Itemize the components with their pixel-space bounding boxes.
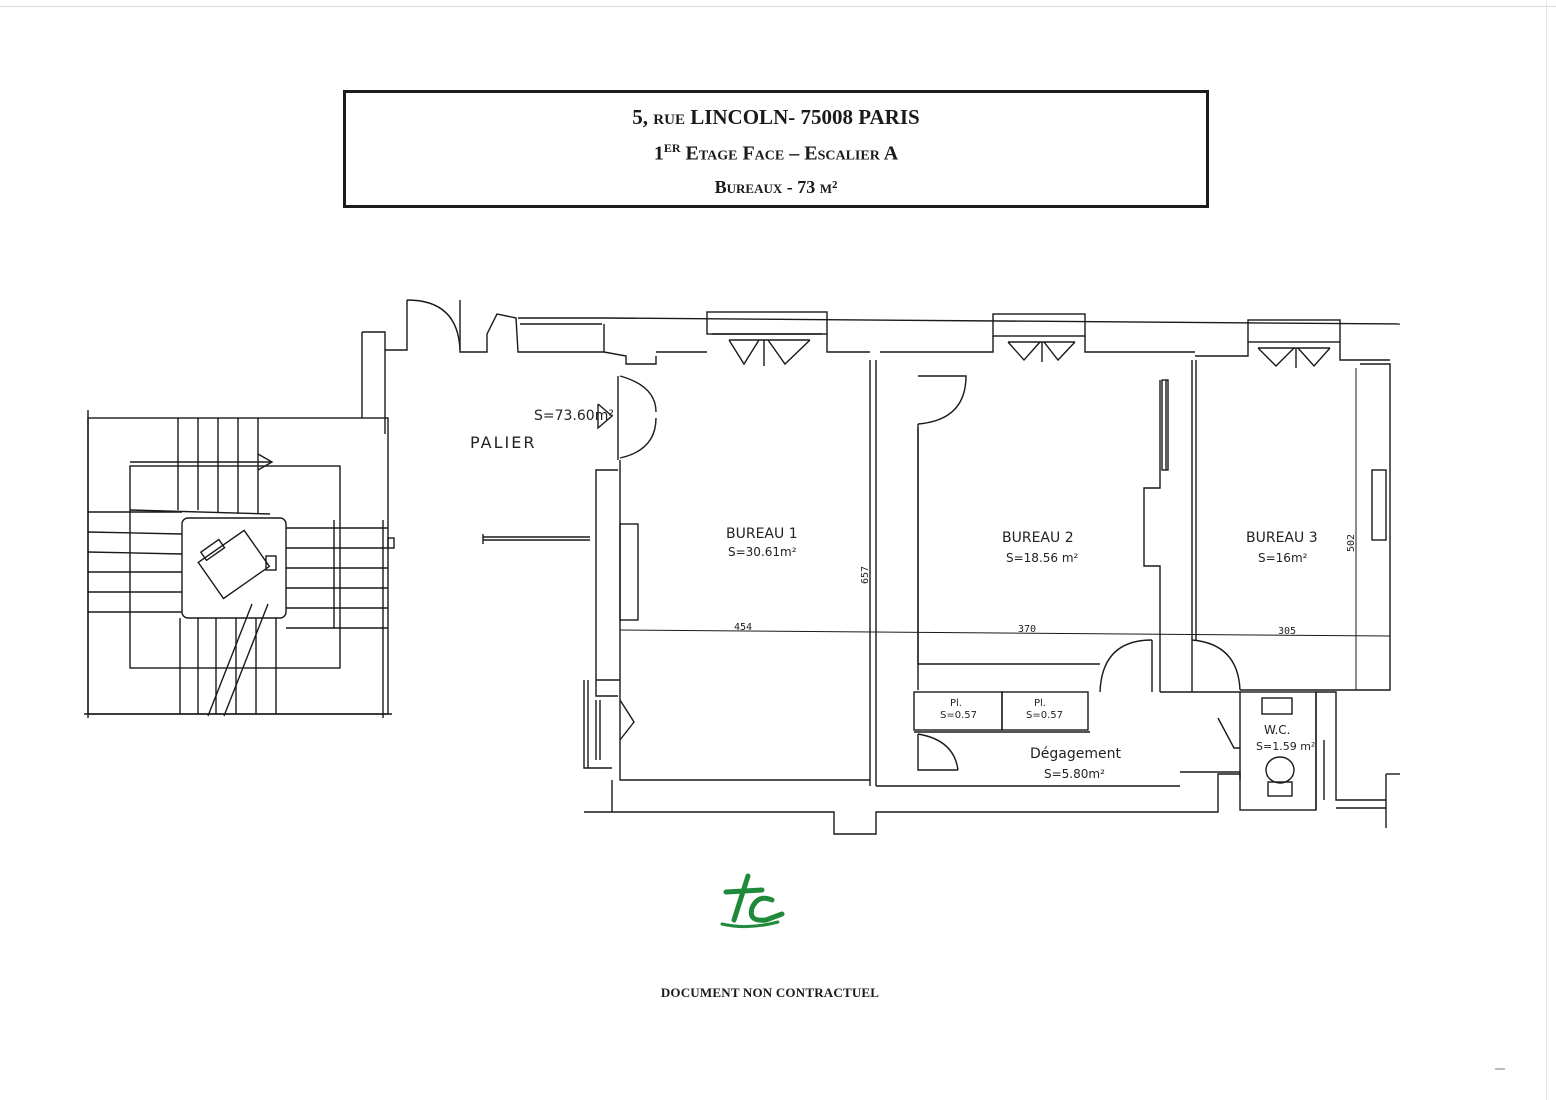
company-logo — [720, 873, 785, 929]
dimension-bureau-2-width: 370 — [1018, 624, 1036, 635]
bureau-3-name: BUREAU 3 — [1246, 530, 1318, 546]
dimension-bureau-1-width: 454 — [734, 622, 752, 633]
wc-walls — [1217, 691, 1400, 828]
closet-2-area: S=0.57 — [1026, 710, 1063, 721]
bureau-2-walls — [917, 375, 1169, 693]
bureau-1-name: BUREAU 1 — [726, 526, 798, 542]
floor-description: Etage Face – Escalier A — [685, 142, 899, 165]
bureau-2-name: BUREAU 2 — [1002, 530, 1074, 546]
usage-line: Bureaux - 73 m² — [714, 177, 838, 197]
facade-wall — [603, 311, 1401, 368]
floor-line: 1ER Etage Face – Escalier A — [346, 141, 1206, 166]
address-line: 5, rue LINCOLN- 75008 PARIS — [632, 105, 920, 129]
floor-suffix: ER — [663, 141, 681, 155]
closet-2-name: Pl. — [1034, 698, 1046, 709]
dimension-bureau-3-depth: 502 — [1346, 534, 1357, 552]
page-edge — [1546, 0, 1547, 1100]
title-block: 5, rue LINCOLN- 75008 PARIS 1ER Etage Fa… — [343, 90, 1209, 208]
disclaimer-text: DOCUMENT NON CONTRACTUEL — [660, 985, 880, 1000]
wc-name: W.C. — [1264, 723, 1291, 737]
closets — [913, 691, 1090, 733]
bureau-1-walls — [583, 360, 1240, 835]
area-arrow — [597, 403, 614, 430]
closet-1-name: Pl. — [950, 698, 962, 709]
degagement-area: S=5.80m² — [1044, 767, 1105, 781]
closet-1-area: S=0.57 — [940, 710, 977, 721]
bureau-1-area: S=30.61m² — [728, 545, 797, 559]
dimension-main-depth: 657 — [860, 566, 871, 584]
bureau-3-area: S=16m² — [1258, 551, 1308, 565]
bureau-2-area: S=18.56 m² — [1006, 551, 1079, 565]
wc-area: S=1.59 m² — [1256, 740, 1315, 753]
bureau-3-walls — [1160, 360, 1391, 693]
floor-number: 1 — [653, 142, 664, 165]
degagement-name: Dégagement — [1030, 746, 1121, 762]
dimension-lines — [619, 368, 1391, 690]
landing-total-area: S=73.60m² — [534, 408, 614, 424]
dimension-bureau-3-width: 305 — [1278, 626, 1296, 637]
landing-label: PALIER — [470, 433, 536, 452]
staircase — [84, 410, 395, 718]
landing-walls — [361, 299, 604, 544]
scan-mark — [1495, 1068, 1505, 1070]
page-edge — [0, 6, 1556, 7]
